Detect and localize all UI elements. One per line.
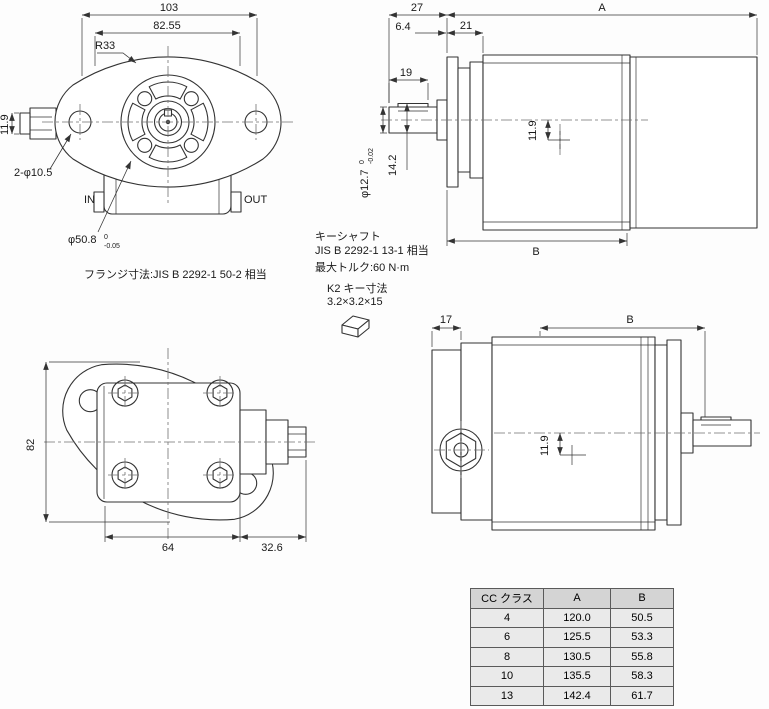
port-in-label: IN — [84, 194, 95, 206]
dim-82-label: 82 — [25, 439, 37, 451]
shaft-tol-lower: -0.02 — [368, 148, 375, 164]
side-port-boss — [29, 107, 57, 140]
key-note-line3: 最大トルク:60 N·m — [315, 260, 409, 274]
face-hole — [183, 91, 199, 107]
flange-note: フランジ寸法:JIS B 2292-1 50-2 相当 — [84, 267, 267, 281]
cell-a: 142.4 — [543, 685, 611, 706]
pump-body — [482, 54, 631, 231]
shcs-bolt — [203, 376, 237, 410]
shaft-dia-label: φ12.7 — [359, 169, 371, 198]
leader-line — [97, 52, 137, 64]
cell-cc: 6 — [470, 627, 544, 648]
pilot-tol-lower: -0.05 — [104, 243, 120, 250]
dim-142-label: 14.2 — [387, 155, 399, 176]
dim-21-label: 21 — [460, 20, 472, 32]
port-tab-left — [93, 191, 105, 213]
table-row: 13 142.4 61.7 — [470, 685, 674, 706]
kidney-slot-right — [190, 102, 209, 142]
table-row: 6 125.5 53.3 — [470, 627, 674, 648]
dim-119-label: 11.9 — [527, 120, 539, 141]
key-note-line1: キーシャフト — [315, 231, 381, 243]
shcs-bolt — [108, 376, 142, 410]
dim-A-label: A — [598, 2, 606, 14]
port-out-label: OUT — [244, 194, 268, 206]
cell-cc: 8 — [470, 646, 544, 667]
cell-b: 50.5 — [610, 607, 674, 628]
gear-housing — [96, 382, 241, 503]
dim-B-label: B — [626, 314, 633, 326]
hole-callout-label: 2-φ10.5 — [14, 167, 52, 179]
cell-b: 58.3 — [610, 666, 674, 687]
rear-cover — [629, 56, 758, 229]
dim-103-label: 103 — [160, 2, 178, 14]
dim-119-label: 11.9 — [539, 435, 551, 456]
spec-table: CC クラス A B 4 120.0 50.5 6 125.5 53.3 8 — [470, 588, 674, 706]
cell-a: 120.0 — [543, 607, 611, 628]
front-port-block — [431, 349, 462, 514]
dim-B-label: B — [532, 246, 539, 258]
table-row: 8 130.5 55.8 — [470, 646, 674, 667]
radius-label: R33 — [95, 40, 115, 52]
leader-line — [49, 133, 72, 170]
pilot-dia-label: φ50.8 — [68, 234, 97, 246]
shcs-bolt — [108, 458, 142, 492]
kidney-slot-bottom — [148, 144, 188, 163]
leader-line — [97, 160, 132, 233]
shaft-tol-upper: 0 — [359, 160, 366, 164]
dim-19-label: 19 — [400, 67, 412, 79]
col-header-b: B — [610, 588, 674, 609]
flange-plate — [446, 56, 459, 188]
cell-a: 130.5 — [543, 646, 611, 667]
flange-plate — [666, 339, 682, 526]
cell-cc: 4 — [470, 607, 544, 628]
side-view-2: 11.9 17 B — [431, 314, 760, 531]
kidney-slot-top — [148, 81, 188, 100]
dim-17-label: 17 — [440, 314, 452, 326]
dim-8255-label: 82.55 — [153, 20, 181, 32]
cell-a: 125.5 — [543, 627, 611, 648]
cell-b: 53.3 — [610, 627, 674, 648]
front-view: 103 82.55 R33 2-φ10.5 11.9 IN OUT φ50.8 … — [0, 2, 296, 281]
table-header-row: CC クラス A B — [470, 588, 674, 609]
table-row: 4 120.0 50.5 — [470, 607, 674, 628]
step — [654, 344, 668, 521]
key — [700, 416, 732, 421]
key-note-line2: JIS B 2292-1 13-1 相当 — [315, 243, 429, 257]
dim-27-label: 27 — [411, 2, 423, 14]
front-cover — [460, 342, 493, 521]
face-hole — [137, 137, 153, 153]
pump-body — [491, 336, 656, 531]
port-tab-right — [230, 191, 242, 213]
kidney-slot-left — [127, 102, 146, 142]
key-sketch-side — [357, 319, 370, 338]
side-view: 27 A 6.4 21 19 φ12.7 0 -0.02 14.2 — [359, 2, 758, 258]
cell-a: 135.5 — [543, 666, 611, 687]
col-header-cc-class: CC クラス — [470, 588, 544, 609]
rear-view: 82 64 32.6 — [25, 348, 316, 554]
face-hole — [137, 91, 153, 107]
pilot-tol-upper: 0 — [104, 234, 108, 241]
dim-64-label: 64 — [162, 542, 174, 554]
cell-cc: 10 — [470, 666, 544, 687]
table-row: 10 135.5 58.3 — [470, 666, 674, 687]
side-port-plug — [19, 112, 31, 135]
face-hole — [183, 137, 199, 153]
cell-cc: 13 — [470, 685, 544, 706]
cell-b: 55.8 — [610, 646, 674, 667]
key-note-line4: K2 キー寸法 — [327, 281, 388, 295]
key-note-line5: 3.2×3.2×15 — [327, 296, 383, 308]
key-note: キーシャフト JIS B 2292-1 13-1 相当 最大トルク:60 N·m… — [315, 231, 429, 338]
shcs-bolt — [203, 458, 237, 492]
dim-119-label: 11.9 — [0, 114, 11, 135]
col-header-a: A — [543, 588, 611, 609]
dim-326-label: 32.6 — [261, 542, 282, 554]
cell-b: 61.7 — [610, 685, 674, 706]
key — [397, 102, 429, 108]
dim-64-label: 6.4 — [395, 21, 410, 33]
